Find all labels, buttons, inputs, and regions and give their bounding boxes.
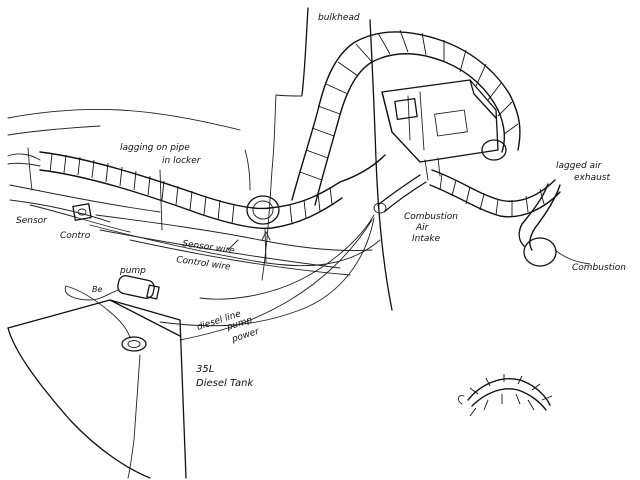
label-sensor: Sensor <box>16 216 48 226</box>
label-bulkhead: bulkhead <box>318 13 360 23</box>
control-panel <box>72 203 92 221</box>
warm-air-ducting <box>291 29 521 206</box>
sensor-ring <box>227 195 280 263</box>
label-pump: pump <box>119 266 146 276</box>
label-lagged-air: lagged air <box>556 161 603 171</box>
label-in-locker: in locker <box>162 156 202 166</box>
fuel-pump <box>117 275 160 300</box>
label-lagging-on-pipe: lagging on pipe <box>120 143 190 153</box>
label-air: Air <box>415 223 430 233</box>
lagged-pipe <box>7 151 343 230</box>
label-combustion-exhaust: Combustion <box>572 263 626 273</box>
label-tank-name: Diesel Tank <box>196 378 254 389</box>
label-exhaust: exhaust <box>574 173 610 183</box>
label-tank-size: 35L <box>196 364 214 375</box>
label-control: Contro <box>60 231 91 241</box>
locker-outline <box>7 109 351 276</box>
lagged-exhaust <box>429 169 591 267</box>
heater-unit <box>381 79 507 181</box>
label-combustion: Combustion <box>404 212 458 222</box>
diesel-tank <box>7 299 187 479</box>
bulkhead-edges <box>261 7 393 311</box>
combustion-air-intake <box>373 174 427 214</box>
label-sensor-wire: Sensor wire <box>182 239 236 256</box>
label-hose-end: Be <box>92 285 102 294</box>
centipede-doodle <box>457 374 553 417</box>
wires <box>89 214 381 341</box>
label-intake: Intake <box>412 234 441 244</box>
